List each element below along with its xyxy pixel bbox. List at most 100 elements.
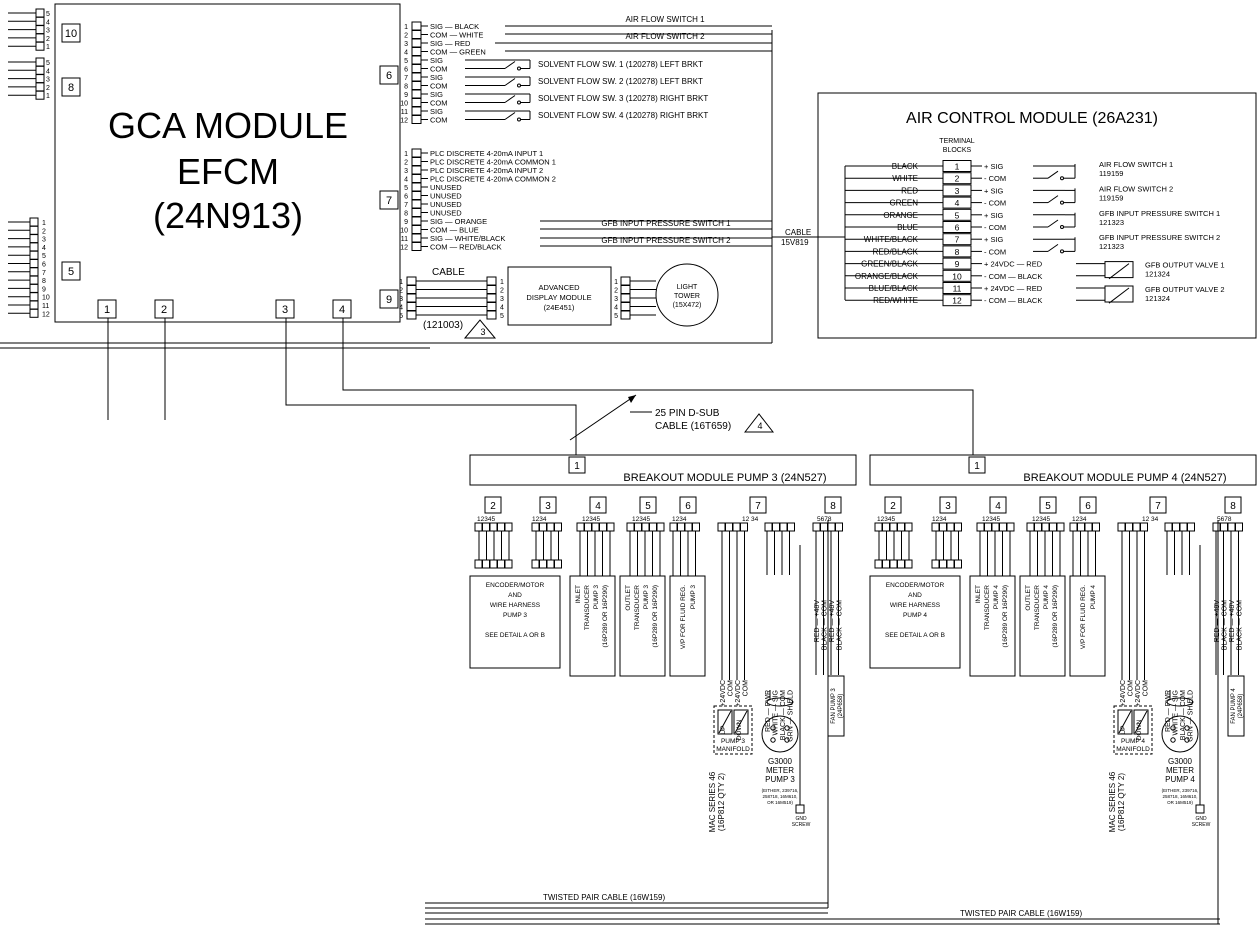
manifold-outline — [713, 705, 753, 755]
adm-cable-pin-right — [486, 293, 497, 303]
adm-cable-pin-number: 5 — [399, 313, 403, 320]
breakout-pin — [772, 522, 780, 532]
inlet-text-1: TRANSDUCER — [584, 585, 591, 630]
meter-pin — [1170, 737, 1176, 743]
breakout-pin — [725, 522, 733, 532]
acm-terminal-header-2: BLOCKS — [943, 147, 972, 154]
stub-pin — [29, 300, 39, 310]
acm-body — [817, 92, 1257, 339]
breakout-connector-box-6 — [679, 496, 697, 514]
inlet-text-2: PUMP 4 — [993, 585, 1000, 609]
c6-pin-number: 4 — [404, 50, 408, 57]
acm-switch-1-blade — [1047, 170, 1059, 179]
breakout-connector-1-box — [968, 456, 986, 474]
c7-pin-number: 7 — [404, 202, 408, 209]
stub-pin — [29, 225, 39, 235]
encoder-pin — [874, 559, 883, 569]
fan-text-1: FAN PUMP 4 — [1231, 688, 1237, 724]
vp-text-1: PUMP 3 — [690, 585, 697, 609]
cable-15v819-label-1: CABLE — [785, 228, 811, 237]
mac-wire-label-0: +24VDC — [1120, 680, 1127, 707]
acm-device-2-name: AIR FLOW SWITCH 2 — [1099, 184, 1173, 193]
acm-valve-2-part: 121324 — [1145, 294, 1170, 303]
gca-title-line-3: (24N913) — [153, 195, 303, 236]
encoder-pin — [931, 559, 940, 569]
tower-pin — [620, 310, 631, 320]
c6-pin-number: 10 — [400, 101, 408, 108]
manifold-up-label: UP — [720, 725, 727, 734]
stub-pin — [29, 234, 39, 244]
encoder-pin — [489, 559, 498, 569]
breakout-pin — [999, 522, 1007, 532]
breakout-pin — [779, 522, 788, 532]
stub-pin-number: 4 — [46, 19, 50, 26]
stub-pin-number: 11 — [42, 303, 49, 310]
mac-series-label: MAC SERIES 46 — [1108, 771, 1117, 832]
breakout-pin — [546, 522, 555, 532]
gca-port-box-6 — [97, 299, 117, 319]
breakout-pin — [835, 522, 843, 532]
adm-line-2: DISPLAY MODULE — [526, 293, 591, 302]
c6-pin-number: 2 — [404, 33, 408, 40]
stub-pin — [35, 74, 45, 84]
breakout-pin — [882, 522, 890, 532]
inlet-text-0: INLET — [575, 585, 582, 603]
light-tower-line-2: TOWER — [674, 293, 700, 300]
inlet-text-2: PUMP 3 — [593, 585, 600, 609]
valve-coil-slash — [1108, 263, 1130, 280]
stub-pin-number: 2 — [46, 85, 50, 92]
breakout-pin — [1049, 522, 1057, 532]
stub-pin — [35, 41, 45, 51]
breakout-pin — [482, 522, 490, 532]
c7-pin — [411, 182, 422, 192]
breakout-pin — [606, 522, 615, 532]
meter-part-text-1: 258718, 16M610, — [1162, 794, 1197, 799]
c7-pin-number: 2 — [404, 160, 408, 167]
air-flow-switch-1-label: AIR FLOW SWITCH 1 — [625, 15, 705, 24]
stub-pin — [35, 65, 45, 75]
acm-switch-2-blade — [1047, 195, 1059, 204]
stub-pin — [29, 267, 39, 277]
breakout-pin — [976, 522, 985, 532]
stub-pin — [29, 242, 39, 252]
breakout-pin — [1125, 522, 1133, 532]
solvent-switch-3-blade — [504, 95, 516, 103]
dsub-line-2: CABLE (16T659) — [655, 421, 731, 432]
encoder-text-1: AND — [508, 592, 522, 599]
stub-pin-number: 5 — [42, 253, 46, 260]
gca-port-box-9 — [332, 299, 352, 319]
meter-pin — [770, 737, 776, 743]
adm-cable-pin-left — [406, 293, 417, 303]
outlet-text-3: (16P289 OR 16P290) — [1052, 585, 1059, 648]
breakout-pin — [946, 522, 955, 532]
c7-pin — [411, 165, 422, 175]
c7-pin — [411, 225, 422, 234]
breakout-pin-label-5: 12345 — [1032, 516, 1050, 523]
meter-text-0: G3000 — [768, 757, 793, 766]
gca-port-label-5: 9 — [386, 294, 392, 306]
breakout-pin-label-7: 12 34 — [742, 516, 759, 523]
acm-terminal-number-7: 7 — [955, 235, 960, 245]
breakout-pin — [897, 522, 905, 532]
c7-wire-label-8: UNUSED — [430, 209, 462, 218]
adm-cable-pin-left — [406, 302, 417, 311]
breakout-connector-label-8: 8 — [830, 501, 836, 512]
breakout-pin — [1034, 522, 1042, 532]
light-tower-line-1: LIGHT — [677, 284, 698, 291]
encoder-text-0: ENCODER/MOTOR — [486, 582, 545, 589]
inlet-text-0: INLET — [975, 585, 982, 603]
acm-device-1-name: AIR FLOW SWITCH 1 — [1099, 160, 1173, 169]
acm-valve-1-part: 121324 — [1145, 270, 1170, 279]
encoder-pin — [904, 559, 913, 569]
manifold-label: MANIFOLD — [1116, 746, 1150, 753]
breakout-connector-label-8: 8 — [1230, 501, 1236, 512]
inlet-text-3: (16P289 OR 16P290) — [602, 585, 609, 648]
c6-pin — [411, 30, 422, 39]
encoder-pin — [504, 559, 513, 569]
c7-wire-label-3: PLC DISCRETE 4-20mA INPUT 2 — [430, 166, 543, 175]
encoder-pin — [946, 559, 955, 569]
vp-text-0: V/P FOR FLUID REG. — [1080, 585, 1087, 649]
encoder-pin — [897, 559, 905, 569]
